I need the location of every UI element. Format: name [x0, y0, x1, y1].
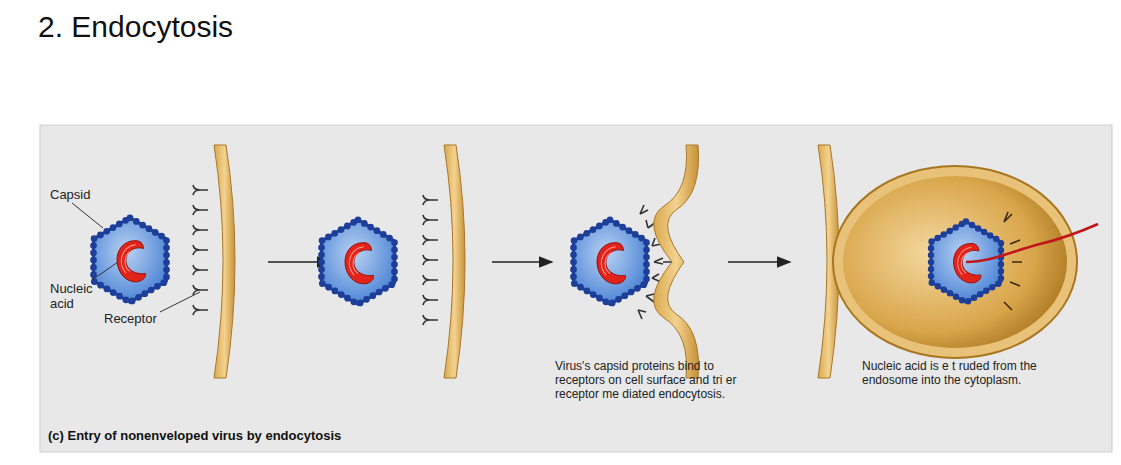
- step-note: Nucleic acid is e t ruded from the endos…: [862, 360, 1062, 388]
- part-label: Nucleic acid: [50, 282, 100, 312]
- part-label: Capsid: [50, 188, 90, 203]
- figure-caption: (c) Entry of nonenveloped virus by endoc…: [48, 429, 341, 444]
- page-title: 2. Endocytosis: [38, 10, 233, 45]
- step-note: Virus's capsid proteins bind to receptor…: [555, 360, 765, 401]
- part-label: Receptor: [104, 312, 157, 327]
